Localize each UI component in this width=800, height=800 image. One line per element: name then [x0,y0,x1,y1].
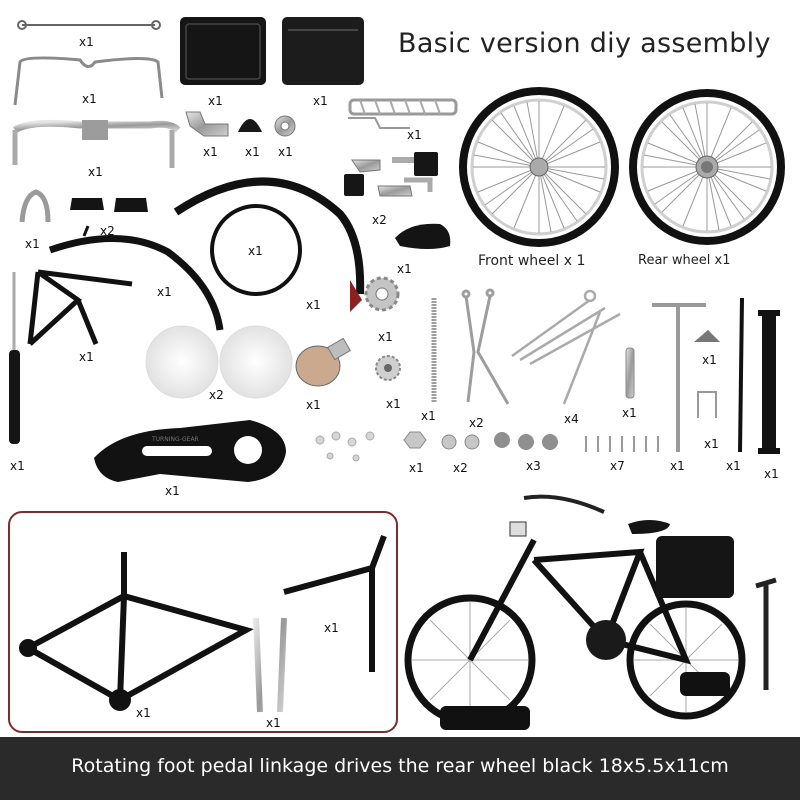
qty-rod: x1 [421,409,436,423]
fender-part [173,177,365,312]
qty-tire: x1 [248,244,263,258]
qty-staple: x1 [704,437,719,451]
qty-chainguard: x1 [165,484,180,498]
saddle-part [395,223,451,249]
black-rods-part [738,297,780,454]
qty-screwdriver: x1 [10,459,25,473]
rear-stay-part [283,534,387,672]
pedals-part [344,152,438,197]
qty-pin: x1 [622,406,637,420]
qty-nut-b: x2 [453,461,468,475]
spring-part [694,330,720,342]
page-title: Basic version diy assembly [398,28,771,59]
qty-screws: x7 [610,459,625,473]
rear-wheel-part [629,89,785,245]
qty-clip-top: x1 [278,145,293,159]
svg-text:TURNING-GEAR: TURNING-GEAR [151,436,199,443]
qty-mudguard: x1 [157,285,172,299]
qty-rack: x1 [407,128,422,142]
qty-stand: x1 [764,467,779,481]
qty-bracket: x1 [88,165,103,179]
bracket-part [12,119,181,168]
screwdriver-part [9,272,20,444]
gear-part [364,276,400,312]
pin-part [625,347,635,399]
frame-part [19,552,254,711]
frame-highlight-box [8,511,398,733]
handlebar-part [13,56,164,106]
tiny-parts [315,431,375,462]
kickstand-part [27,269,133,346]
qty-sprocket: x1 [386,397,401,411]
clip-part [19,189,51,223]
qty-bag-back: x1 [313,94,328,108]
spokes-part [511,289,621,405]
qty-brake-levers: x2 [469,416,484,430]
staple-part [697,391,717,418]
qty-pump: x1 [670,459,685,473]
front-wheel-caption: Front wheel x 1 [478,253,586,269]
sprocket-part [375,355,401,381]
wire-part [17,20,161,30]
tire-part [210,204,302,296]
qty-washers: x3 [526,459,541,473]
rack-part [348,98,458,129]
qty-gear: x1 [378,330,393,344]
hardware-row [403,431,659,452]
pump-part [652,303,706,452]
qty-rear-stay: x1 [324,621,339,635]
rear-wheel-caption: Rear wheel x1 [638,253,731,268]
qty-nut-a: x1 [409,461,424,475]
qty-discs: x2 [209,388,224,402]
mudguard-part [48,225,224,331]
qty-wire: x1 [79,35,94,49]
assembled-bike [404,494,777,730]
reflector-discs-part [145,325,293,399]
fork-part [253,536,287,713]
qty-pedals: x2 [372,213,387,227]
saddlebag-part [180,17,364,85]
qty-fork: x1 [266,716,281,730]
bottom-banner: Rotating foot pedal linkage drives the r… [0,737,800,800]
qty-saddle: x1 [397,262,412,276]
brake-blocks-part [70,198,148,212]
banner-text: Rotating foot pedal linkage drives the r… [71,755,729,777]
qty-seat-cone: x1 [203,145,218,159]
front-wheel-part [459,87,619,247]
qty-rod-black: x1 [726,459,741,473]
qty-bag-front: x1 [208,94,223,108]
qty-spokes: x4 [564,412,579,426]
qty-kickstand: x1 [79,350,94,364]
qty-blocks: x2 [100,224,115,238]
qty-frame: x1 [136,706,151,720]
qty-spring: x1 [702,353,717,367]
qty-fender: x1 [306,298,321,312]
qty-nut-top: x1 [245,145,260,159]
hub-part [295,337,351,387]
brake-levers-part [461,288,510,405]
chainguard-part: TURNING-GEAR [94,420,286,482]
qty-handlebar: x1 [82,92,97,106]
qty-clip: x1 [25,237,40,251]
qty-hub: x1 [306,398,321,412]
small-bits [185,111,296,137]
